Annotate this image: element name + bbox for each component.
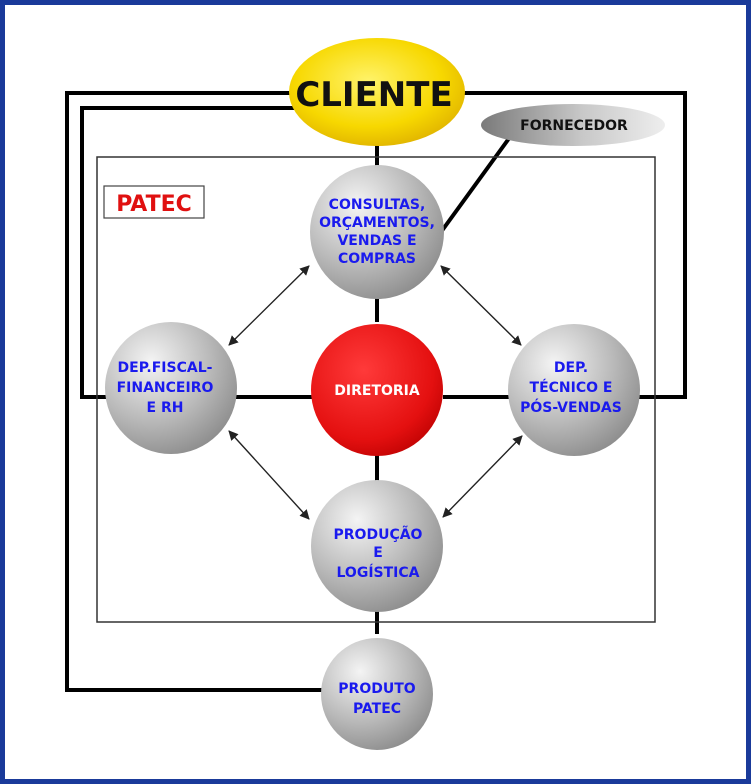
arrow-consultas-tecnico [440, 265, 522, 346]
fiscal-line-1: DEP.FISCAL- [118, 360, 213, 376]
fiscal-line-2: FINANCEIRO [117, 380, 214, 396]
produto-line-1: PRODUTO [338, 681, 415, 697]
left-inner-loop-line [80, 106, 298, 399]
fornecedor-node [481, 104, 665, 146]
consultas-line-4: COMPRAS [338, 251, 416, 267]
patec-boundary [96, 156, 656, 623]
producao-line-1: PRODUÇÃO [334, 526, 423, 543]
producao-node [311, 480, 443, 612]
arrow-consultas-fiscal [228, 265, 310, 346]
tecnico-line-1: DEP. [554, 360, 588, 376]
cliente-node [289, 38, 465, 146]
tecnico-line-3: PÓS-VENDAS [520, 398, 622, 416]
produto-label: PRODUTO PATEC [338, 681, 415, 717]
relationship-arrows [228, 265, 523, 520]
consultas-label: CONSULTAS, ORÇAMENTOS, VENDAS E COMPRAS [319, 197, 435, 267]
produto-node [321, 638, 433, 750]
right-loop-line [462, 91, 687, 399]
fornecedor-label: FORNECEDOR [520, 118, 628, 134]
consultas-line-3: VENDAS E [337, 233, 416, 249]
fornecedor-to-consultas-line [439, 135, 512, 234]
arrow-fiscal-producao [228, 430, 310, 520]
consultas-node [310, 165, 444, 299]
consultas-line-1: CONSULTAS, [329, 197, 426, 213]
fiscal-node [105, 322, 237, 454]
producao-line-3: LOGÍSTICA [337, 564, 420, 581]
diretoria-label: DIRETORIA [334, 383, 420, 399]
producao-line-2: E [373, 545, 383, 561]
thick-connectors [65, 91, 687, 692]
producao-label: PRODUÇÃO E LOGÍSTICA [334, 526, 423, 581]
patec-label: PATEC [116, 192, 192, 217]
fiscal-line-3: E RH [147, 400, 184, 416]
diretoria-node [311, 324, 443, 456]
cliente-label: CLIENTE [295, 75, 452, 115]
fiscal-label: DEP.FISCAL- FINANCEIRO E RH [117, 360, 214, 416]
consultas-line-2: ORÇAMENTOS, [319, 215, 435, 231]
arrow-tecnico-producao [442, 435, 523, 518]
tecnico-line-2: TÉCNICO E [530, 379, 613, 396]
left-outer-loop-line [65, 91, 325, 692]
produto-line-2: PATEC [353, 701, 401, 717]
patec-label-box [103, 185, 205, 219]
tecnico-node [508, 324, 640, 456]
tecnico-label: DEP. TÉCNICO E PÓS-VENDAS [520, 360, 622, 416]
